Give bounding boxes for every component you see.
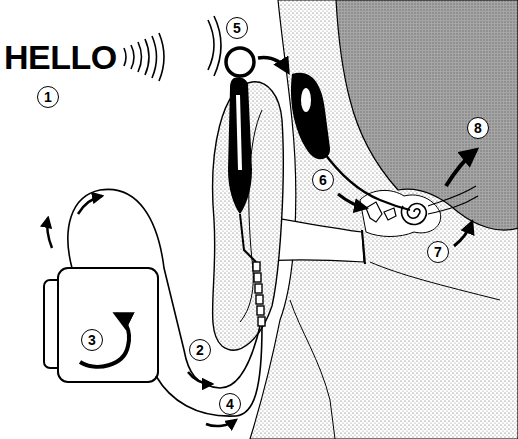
skull-bone bbox=[336, 0, 518, 230]
auditory-nerve bbox=[428, 186, 478, 214]
callout-number: 8 bbox=[467, 117, 489, 139]
microphone-highlight bbox=[236, 95, 242, 170]
headpiece-cable bbox=[240, 214, 256, 262]
transmitter-coil bbox=[226, 48, 254, 76]
jaw-outline bbox=[290, 300, 335, 439]
transmit-arrow bbox=[258, 58, 288, 72]
head-tissue bbox=[250, 0, 518, 439]
chain-cable bbox=[253, 262, 265, 326]
speech-processor bbox=[58, 268, 158, 382]
sound-text: HELLO bbox=[4, 40, 117, 74]
cable-arrow bbox=[78, 196, 102, 214]
implant-magnet bbox=[301, 88, 311, 112]
eustachian-tube bbox=[370, 262, 500, 300]
callout-number: 6 bbox=[312, 169, 334, 191]
callout-number: 5 bbox=[226, 17, 248, 39]
callout-number: 3 bbox=[81, 329, 103, 351]
cable-arrow bbox=[206, 420, 236, 426]
processing-arrow bbox=[80, 314, 129, 367]
brain-signal-arrow bbox=[446, 150, 476, 186]
signal-arrow bbox=[338, 194, 366, 208]
stimulation-arrow bbox=[454, 222, 472, 246]
callout-number: 2 bbox=[189, 339, 211, 361]
cable-arrow bbox=[47, 218, 52, 248]
callout-number: 4 bbox=[219, 393, 241, 415]
sound-waves bbox=[124, 16, 221, 81]
callout-number: 1 bbox=[37, 86, 59, 108]
callout-number: 7 bbox=[427, 241, 449, 263]
processor-cable bbox=[156, 326, 262, 416]
cable-arrow bbox=[188, 372, 212, 384]
eardrum bbox=[362, 230, 365, 264]
electrode-lead bbox=[322, 150, 410, 210]
ear-microphone bbox=[228, 77, 252, 214]
implant-receiver bbox=[291, 73, 330, 160]
cochlea bbox=[401, 204, 426, 225]
processor-cable bbox=[68, 189, 260, 388]
